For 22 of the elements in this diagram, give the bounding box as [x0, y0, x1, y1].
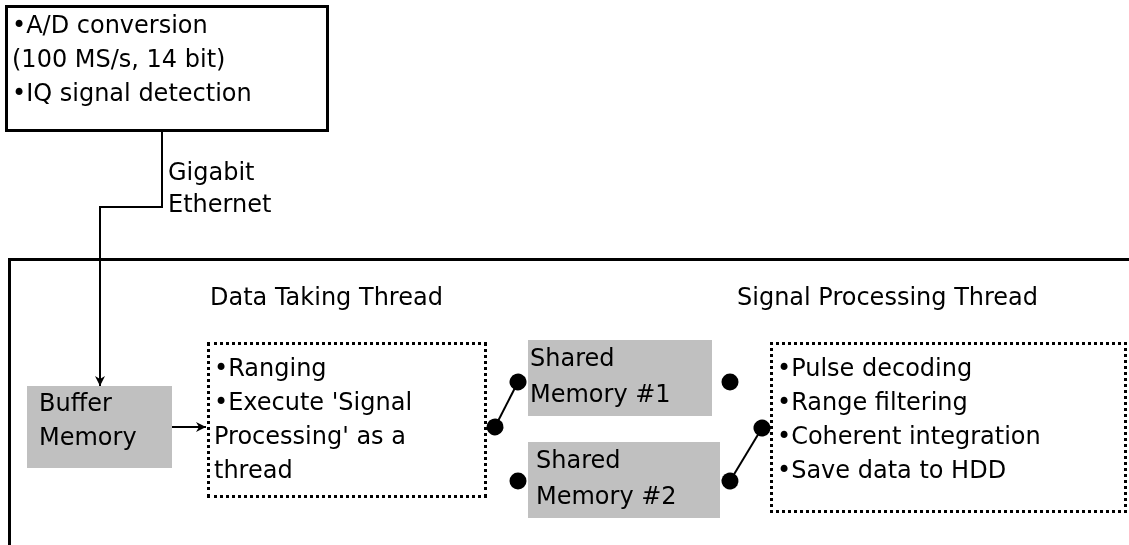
arrow — [171, 422, 207, 432]
bullet-text: •Save data to HDD — [777, 455, 1008, 486]
memory-block — [528, 340, 712, 416]
bullet-text: •Pulse decoding — [777, 353, 974, 384]
bullet-text: •Ranging — [214, 353, 328, 384]
memory-label: Shared Memory #1 — [530, 343, 672, 410]
memory-block — [528, 442, 720, 518]
process-box — [5, 5, 329, 132]
bullet-text: •Range filtering — [777, 387, 969, 418]
memory-label: Shared Memory #2 — [536, 445, 678, 512]
bullet-text: •A/D conversion (100 MS/s, 14 bit) — [12, 10, 227, 75]
memory-block — [27, 386, 172, 468]
switch-line — [721, 419, 771, 490]
arrow — [95, 131, 163, 387]
thread-heading: Data Taking Thread — [210, 282, 443, 313]
system-frame — [8, 258, 1129, 545]
memory-label: Buffer Memory — [39, 388, 138, 453]
bullet-text: •Coherent integration — [777, 421, 1042, 452]
thread-heading: Signal Processing Thread — [737, 282, 1039, 313]
bullet-text: •Execute 'Signal Processing' as a thread — [214, 387, 414, 486]
switch-line — [486, 373, 527, 436]
bullet-text: •IQ signal detection — [12, 78, 253, 109]
